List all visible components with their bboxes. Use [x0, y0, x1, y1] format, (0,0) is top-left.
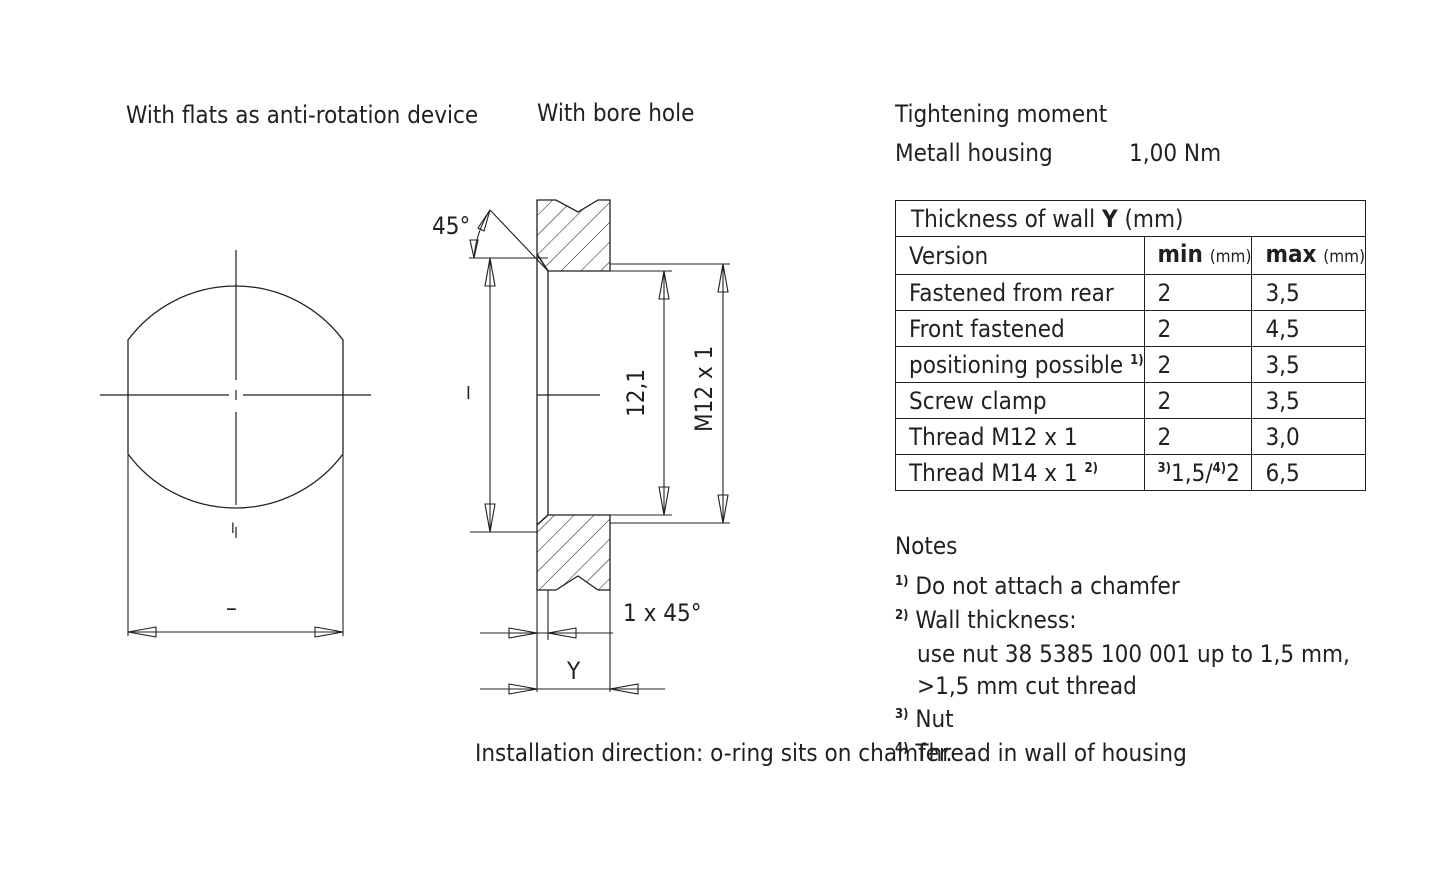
caption-text: Thickness of wall	[911, 204, 1102, 233]
center-lines-left	[100, 250, 371, 538]
header-min-unit: (mm)	[1209, 247, 1252, 267]
footnote-mark: 4)	[1212, 460, 1227, 476]
wall-thickness-table: Thickness of wall Y (mm) Version min (mm…	[894, 200, 1367, 491]
footnote-mark: 2)	[1084, 460, 1098, 476]
chamfer-angle	[469, 209, 549, 272]
installation-note: Installation direction: o-ring sits on c…	[475, 739, 953, 767]
row-min: 2	[1143, 418, 1253, 455]
table-header-row: Version min (mm) max (mm)	[895, 236, 1367, 275]
notes-title: Notes	[895, 532, 958, 560]
row-min: 2	[1143, 274, 1253, 311]
row-version: Thread M12 x 1	[895, 418, 1145, 455]
note-text: Do not attach a chamfer	[915, 572, 1180, 600]
caption-y: Y	[1101, 204, 1118, 233]
header-max-unit: (mm)	[1323, 247, 1366, 267]
tightening-title: Tightening moment	[895, 100, 1108, 128]
flats-cutout-shape	[127, 285, 344, 509]
header-max-label: max	[1265, 240, 1317, 268]
header-max: max (mm)	[1251, 236, 1367, 275]
note-item: 1) Do not attach a chamfer	[895, 572, 1180, 600]
header-min-label: min	[1157, 240, 1203, 268]
table-row: Front fastened 2 4,5	[895, 310, 1367, 347]
row-max: 3,0	[1251, 418, 1367, 455]
dim-m12-text: M12 x 1	[690, 345, 718, 432]
footnote-mark: 1)	[895, 574, 909, 589]
note-text: Nut	[915, 705, 954, 733]
row-min: 2	[1143, 382, 1253, 419]
bore-outline	[536, 253, 549, 526]
dimension-m12	[610, 263, 730, 524]
table-row: Screw clamp 2 3,5	[895, 382, 1367, 419]
row-min: 2	[1143, 310, 1253, 347]
wall-section-bottom	[536, 514, 611, 591]
header-min: min (mm)	[1143, 236, 1253, 275]
row-max: 6,5	[1251, 454, 1367, 491]
tightening-item: Metall housing	[895, 139, 1053, 167]
note-item: 4) Thread in wall of housing	[895, 739, 1187, 767]
dim-12-1-text: 12,1	[622, 368, 650, 417]
bore-dimension-left	[470, 257, 537, 533]
row-version: positioning possible	[909, 350, 1124, 379]
row-version-cell: Thread M14 x 1 2)	[895, 454, 1145, 491]
wall-y-label: Y	[567, 657, 581, 685]
note-item: 3) Nut	[895, 705, 954, 733]
footnote-mark: 1)	[1130, 352, 1144, 368]
row-version: Fastened from rear	[895, 274, 1145, 311]
note-text: >1,5 mm cut thread	[917, 672, 1137, 700]
flats-title: With flats as anti-rotation device	[126, 101, 479, 129]
caption-unit: (mm)	[1117, 204, 1184, 233]
footnote-mark: 3)	[895, 707, 909, 722]
note-text: Wall thickness:	[915, 606, 1077, 634]
row-version-cell: positioning possible 1)	[895, 346, 1145, 383]
row-min-a: 1,5/	[1171, 458, 1213, 487]
table-caption: Thickness of wall Y (mm)	[894, 200, 1367, 237]
row-max: 4,5	[1251, 310, 1367, 347]
footnote-mark: 3)	[1157, 460, 1172, 476]
chamfer-label: 1 x 45°	[623, 599, 702, 627]
row-max: 3,5	[1251, 382, 1367, 419]
angle-label: 45°	[432, 212, 471, 240]
dimension-y	[480, 683, 665, 695]
flats-dim-label: –	[226, 594, 237, 622]
note-text: use nut 38 5385 100 001 up to 1,5 mm,	[917, 640, 1350, 668]
row-max: 3,5	[1251, 346, 1367, 383]
note-item: 2) Wall thickness:	[895, 606, 1077, 634]
row-min-b: 2	[1226, 458, 1240, 487]
header-version: Version	[895, 236, 1145, 275]
note-text: Thread in wall of housing	[915, 739, 1187, 767]
footnote-mark: 2)	[895, 608, 909, 623]
bore-title: With bore hole	[537, 99, 695, 127]
flats-dimension	[127, 455, 344, 638]
row-version: Screw clamp	[895, 382, 1145, 419]
table-caption-row: Thickness of wall Y (mm)	[894, 200, 1367, 237]
row-min-cell: 3)1,5/4)2	[1143, 454, 1253, 491]
dimension-12-1	[610, 270, 672, 516]
bore-dim-label: I	[466, 383, 471, 404]
table-row: Fastened from rear 2 3,5	[895, 274, 1367, 311]
table-row: positioning possible 1) 2 3,5	[895, 346, 1367, 383]
dimension-chamfer-width	[480, 590, 613, 692]
row-version: Thread M14 x 1	[909, 458, 1078, 487]
table-row: Thread M12 x 1 2 3,0	[895, 418, 1367, 455]
footnote-mark: 4)	[895, 741, 909, 756]
row-version: Front fastened	[895, 310, 1145, 347]
row-min: 2	[1143, 346, 1253, 383]
center-mark-label: I	[231, 521, 235, 537]
table-row: Thread M14 x 1 2) 3)1,5/4)2 6,5	[895, 454, 1367, 491]
tightening-value: 1,00 Nm	[1129, 139, 1222, 167]
row-max: 3,5	[1251, 274, 1367, 311]
wall-section-top	[536, 199, 611, 272]
